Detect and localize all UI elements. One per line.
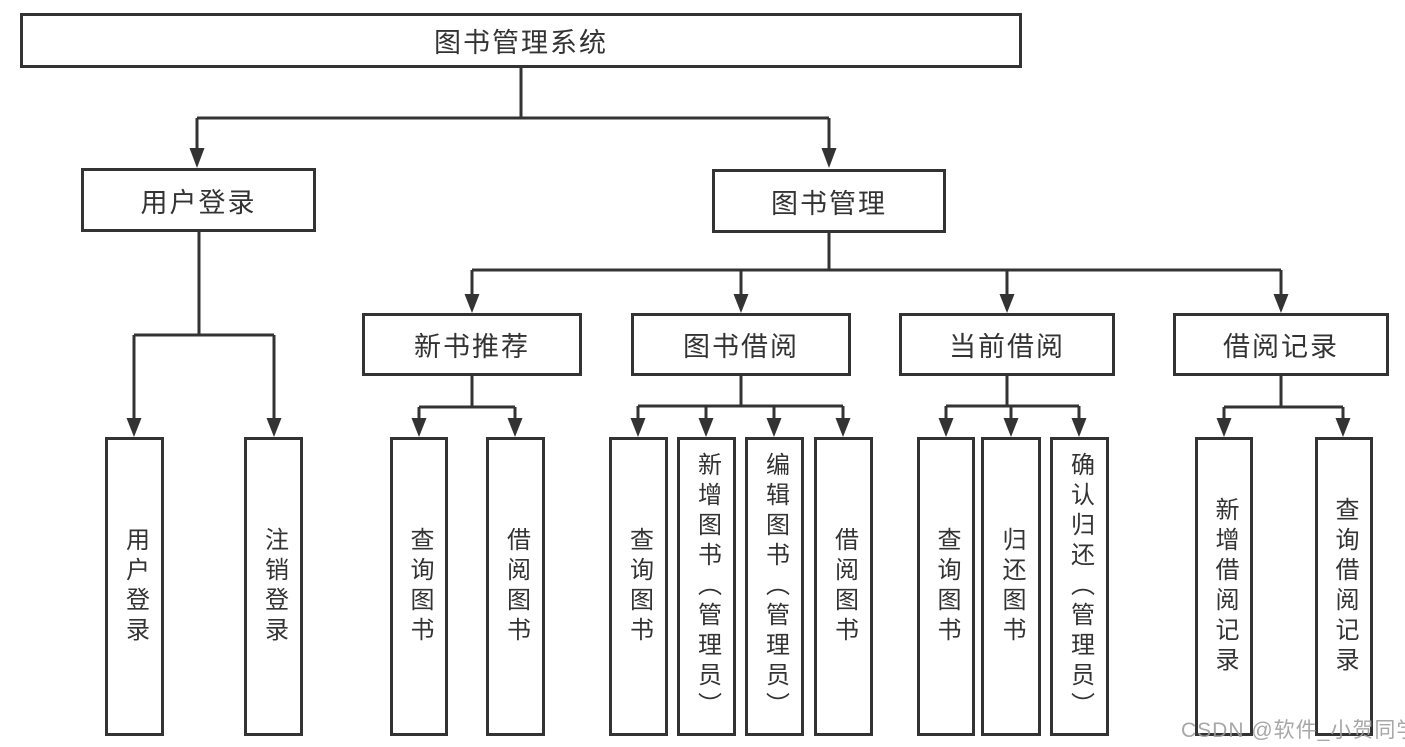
node-book-management: 图书管理 — [712, 169, 946, 233]
leaf-add-books-admin-label: 新增图书（管理员） — [693, 451, 721, 722]
leaf-edit-books-admin: 编辑图书（管理员） — [745, 437, 804, 736]
node-current-borrowing: 当前借阅 — [899, 313, 1115, 376]
leaf-logout: 注销登录 — [244, 437, 303, 736]
node-book-management-label: 图书管理 — [771, 188, 887, 219]
node-new-book-recommend-label: 新书推荐 — [414, 332, 530, 362]
leaf-borrow-books-1-label: 借阅图书 — [502, 526, 530, 647]
leaf-return-books-label: 归还图书 — [998, 526, 1025, 647]
node-book-borrowing: 图书借阅 — [631, 313, 851, 376]
node-book-borrowing-label: 图书借阅 — [683, 332, 799, 362]
node-current-borrowing-label: 当前借阅 — [949, 332, 1065, 362]
leaf-query-books-1-label: 查询图书 — [406, 526, 433, 647]
leaf-query-books-2-label: 查询图书 — [625, 526, 653, 647]
leaf-query-books-1: 查询图书 — [390, 437, 448, 736]
leaf-user-login: 用户登录 — [105, 437, 164, 736]
node-root-library-system: 图书管理系统 — [20, 13, 1022, 68]
leaf-borrow-books-1: 借阅图书 — [486, 437, 545, 736]
csdn-watermark: CSDN @软件_小贺同学 — [1181, 719, 1405, 742]
leaf-query-books-3: 查询图书 — [917, 437, 975, 736]
leaf-confirm-return-admin: 确认归还（管理员） — [1050, 437, 1109, 736]
leaf-add-books-admin: 新增图书（管理员） — [677, 437, 736, 736]
leaf-borrow-books-2-label: 借阅图书 — [830, 526, 858, 647]
node-borrow-records-label: 借阅记录 — [1223, 332, 1339, 362]
leaf-user-login-label: 用户登录 — [121, 526, 149, 647]
leaf-query-borrow-record-label: 查询借阅记录 — [1331, 496, 1358, 677]
node-borrow-records: 借阅记录 — [1173, 313, 1389, 376]
leaf-query-books-3-label: 查询图书 — [933, 526, 960, 647]
leaf-add-borrow-record: 新增借阅记录 — [1195, 437, 1253, 736]
node-user-login-label: 用户登录 — [140, 187, 257, 218]
leaf-query-borrow-record: 查询借阅记录 — [1315, 437, 1373, 736]
leaf-logout-label: 注销登录 — [260, 526, 288, 647]
node-user-login: 用户登录 — [81, 168, 316, 232]
node-root-label: 图书管理系统 — [434, 28, 608, 58]
leaf-add-borrow-record-label: 新增借阅记录 — [1211, 496, 1238, 677]
leaf-edit-books-admin-label: 编辑图书（管理员） — [761, 451, 789, 722]
node-new-book-recommend: 新书推荐 — [362, 313, 582, 376]
leaf-borrow-books-2: 借阅图书 — [814, 437, 873, 736]
leaf-confirm-return-admin-label: 确认归还（管理员） — [1066, 451, 1094, 722]
leaf-query-books-2: 查询图书 — [609, 437, 668, 736]
leaf-return-books: 归还图书 — [981, 437, 1041, 736]
